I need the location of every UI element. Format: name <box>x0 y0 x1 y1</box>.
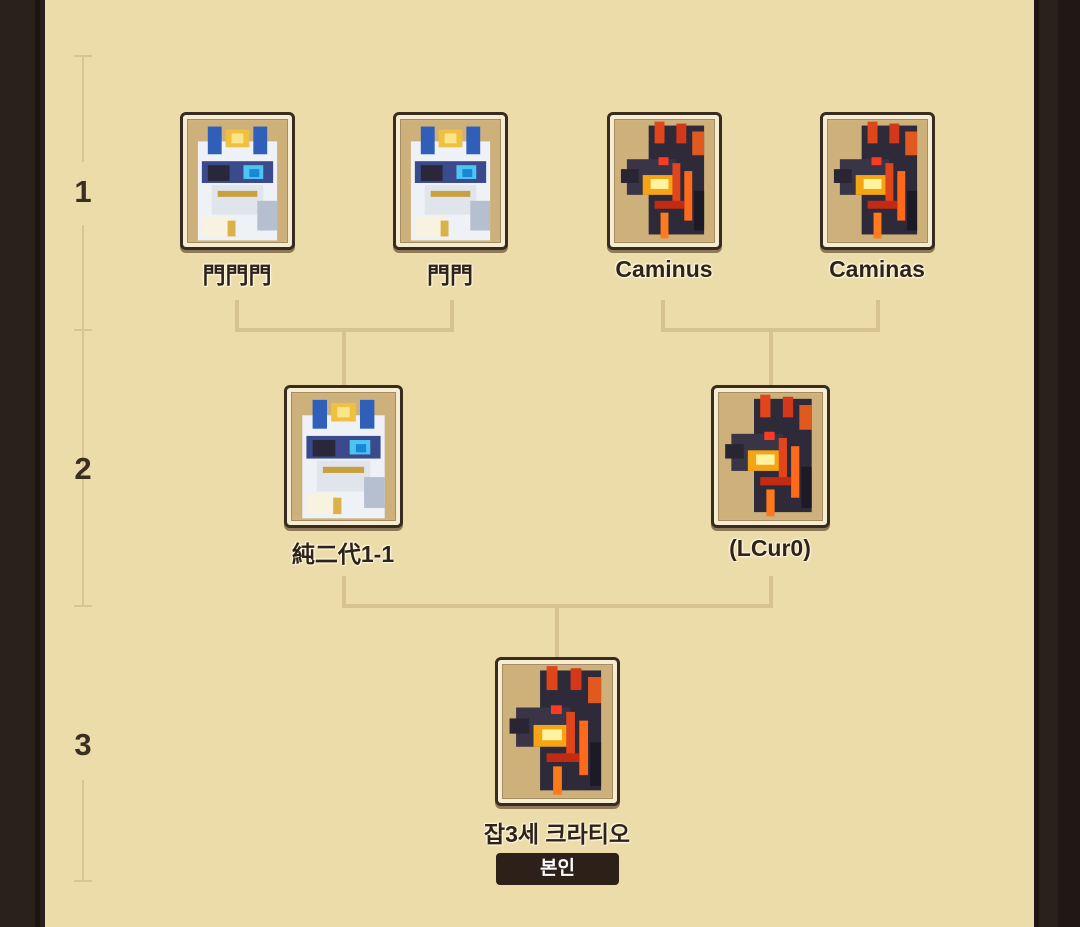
pet-name: Caminus <box>615 256 713 282</box>
pet-name: 門門 <box>427 262 473 288</box>
generation-label-1: 1 <box>74 174 92 209</box>
pet-name: 잡3세 크라티오 <box>483 821 631 847</box>
lava-wolf-icon <box>502 664 613 799</box>
white-dragon-icon <box>400 119 501 243</box>
left-frame <box>0 0 40 927</box>
pet-name: 純二代1-1 <box>291 541 395 567</box>
right-frame <box>1034 0 1080 927</box>
pet-card-1[interactable] <box>180 112 295 250</box>
pet-card-self[interactable] <box>495 657 620 806</box>
pet-card-3[interactable] <box>607 112 722 250</box>
pet-card-6[interactable] <box>711 385 830 528</box>
generation-label-3: 3 <box>74 727 92 762</box>
lava-wolf-icon <box>827 119 928 243</box>
generation-label-2: 2 <box>74 451 92 486</box>
pet-name: 門門門 <box>202 262 272 288</box>
self-badge: 본인 <box>496 853 619 885</box>
lava-wolf-icon <box>614 119 715 243</box>
pet-name: (LCur0) <box>729 535 811 561</box>
pet-name: Caminas <box>829 256 925 282</box>
lava-wolf-icon <box>718 392 823 521</box>
white-dragon-icon <box>291 392 396 521</box>
pet-card-4[interactable] <box>820 112 935 250</box>
white-dragon-icon <box>187 119 288 243</box>
pet-card-5[interactable] <box>284 385 403 528</box>
pet-card-2[interactable] <box>393 112 508 250</box>
